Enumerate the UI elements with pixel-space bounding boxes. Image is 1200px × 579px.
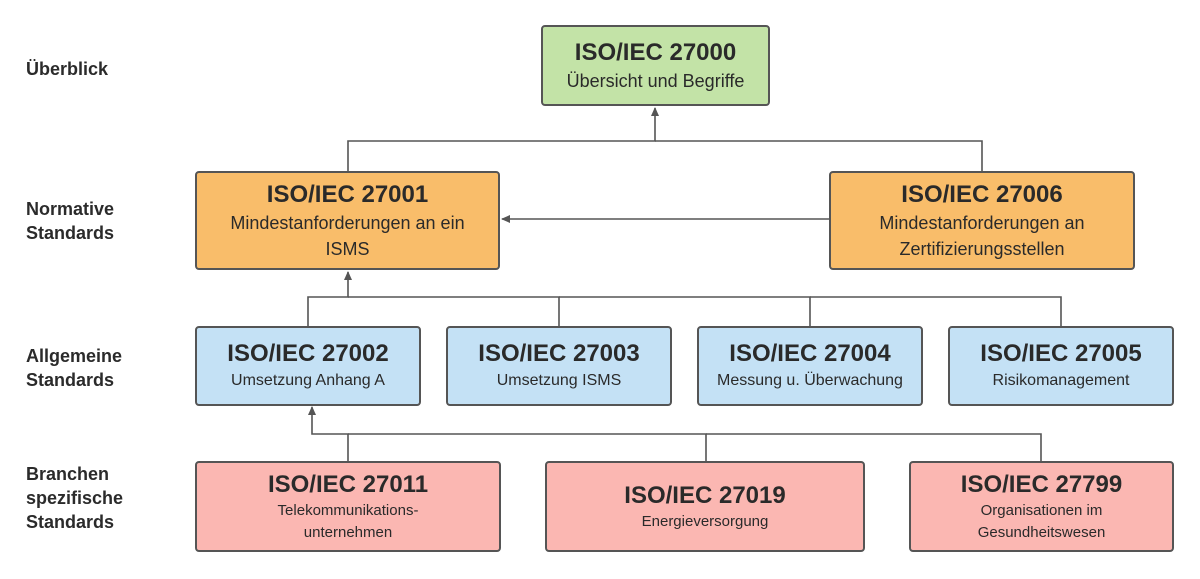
box-title: ISO/IEC 27005	[980, 340, 1142, 367]
box-iso-27011: ISO/IEC 27011 Telekommunikations- untern…	[195, 461, 501, 552]
box-subtitle: Telekommunikations- unternehmen	[277, 501, 419, 541]
box-subtitle: Umsetzung ISMS	[496, 372, 622, 389]
row-label-normative: Normative Standards	[26, 199, 115, 243]
box-title: ISO/IEC 27006	[901, 180, 1063, 208]
row-label-general: Allgemeine Standards	[26, 346, 123, 390]
box-subtitle: Mindestanforderungen an Zertifizierungss…	[879, 212, 1085, 259]
box-iso-27019: ISO/IEC 27019 Energieversorgung	[545, 461, 865, 552]
connector-27011-to-27002	[308, 406, 349, 462]
box-subtitle: Umsetzung Anhang A	[231, 372, 385, 389]
box-iso-27003: ISO/IEC 27003 Umsetzung ISMS	[446, 326, 672, 406]
box-title: ISO/IEC 27001	[266, 180, 429, 208]
connector-27005-to-27001	[810, 296, 1062, 327]
box-title: ISO/IEC 27019	[624, 481, 786, 509]
box-iso-27006: ISO/IEC 27006 Mindestanforderungen an Ze…	[829, 171, 1135, 270]
connector-27003-to-27001	[348, 296, 560, 327]
connector-27002-to-27001	[307, 271, 352, 327]
box-iso-27799: ISO/IEC 27799 Organisationen im Gesundhe…	[909, 461, 1174, 552]
box-title: ISO/IEC 27000	[574, 38, 737, 66]
connector-27019-to-27002	[348, 433, 707, 462]
box-subtitle: Risikomanagement	[992, 372, 1130, 389]
box-title: ISO/IEC 27004	[729, 340, 891, 367]
box-subtitle: Organisationen im Gesundheitswesen	[977, 501, 1106, 541]
box-subtitle: Übersicht und Begriffe	[566, 70, 745, 91]
box-iso-27001: ISO/IEC 27001 Mindestanforderungen an ei…	[195, 171, 500, 270]
box-subtitle: Energieversorgung	[641, 512, 769, 530]
box-title: ISO/IEC 27799	[960, 470, 1123, 498]
connector-27799-to-27002	[706, 433, 1042, 462]
connector-27006-to-27000	[655, 140, 983, 172]
connector-27004-to-27001	[559, 296, 811, 327]
box-iso-27005: ISO/IEC 27005 Risikomanagement	[948, 326, 1174, 406]
box-iso-27004: ISO/IEC 27004 Messung u. Überwachung	[697, 326, 923, 406]
row-label-sector: Branchen spezifische Standards	[26, 464, 124, 532]
box-title: ISO/IEC 27002	[227, 340, 389, 367]
box-iso-27000: ISO/IEC 27000 Übersicht und Begriffe	[541, 25, 770, 106]
box-subtitle: Mindestanforderungen an ein ISMS	[230, 212, 465, 259]
row-label-overview: Überblick	[26, 59, 109, 79]
box-subtitle: Messung u. Überwachung	[717, 372, 903, 389]
box-title: ISO/IEC 27011	[267, 470, 429, 498]
connector-27001-to-27000	[347, 107, 659, 172]
box-iso-27002: ISO/IEC 27002 Umsetzung Anhang A	[195, 326, 421, 406]
box-title: ISO/IEC 27003	[478, 340, 640, 367]
